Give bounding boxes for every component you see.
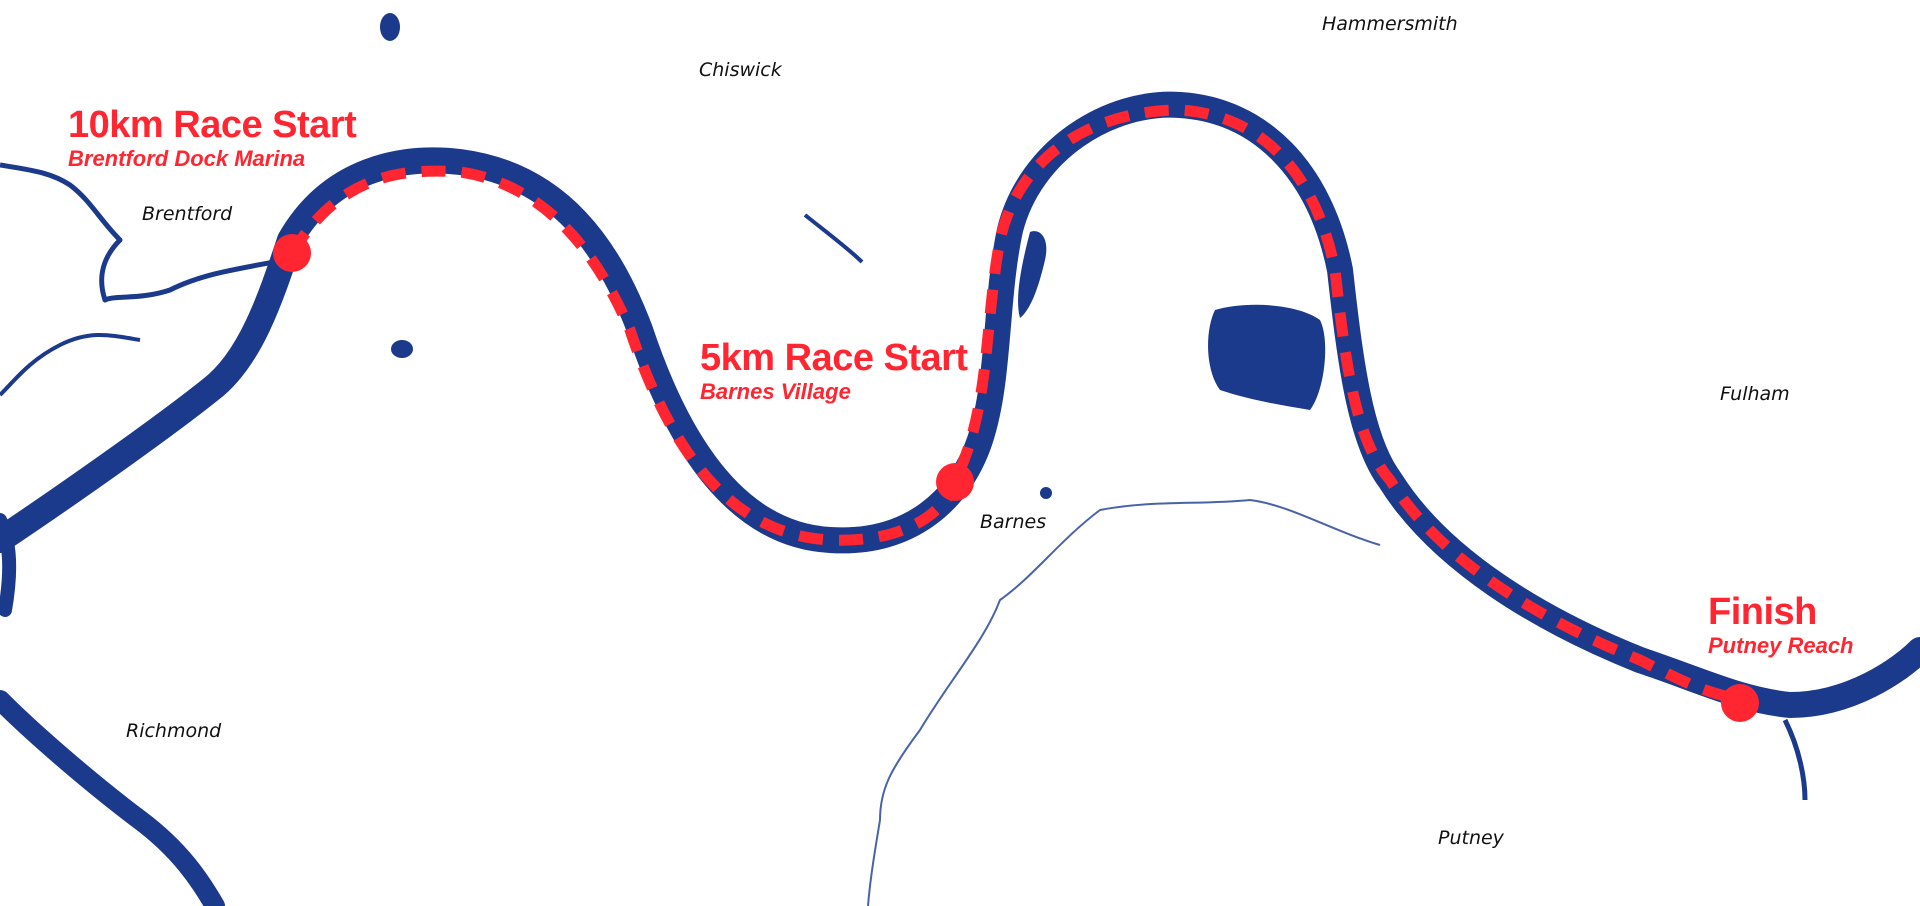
label-finish: Finish Putney Reach — [1708, 591, 1854, 659]
place-fulham: Fulham — [1720, 383, 1790, 405]
place-barnes: Barnes — [980, 511, 1047, 533]
marker-finish[interactable] — [1721, 684, 1759, 722]
label-5km-start-title: 5km Race Start — [700, 337, 968, 379]
label-finish-subtitle: Putney Reach — [1708, 633, 1854, 658]
river-lower-left — [0, 690, 225, 906]
lake-north — [380, 13, 400, 41]
label-5km-start-subtitle: Barnes Village — [700, 379, 851, 404]
label-finish-title: Finish — [1708, 591, 1817, 633]
borough-boundary — [867, 498, 1381, 906]
reservoir-barnes — [1208, 304, 1326, 410]
pond-barnes — [1040, 487, 1052, 499]
island-chiswick — [1018, 231, 1047, 318]
label-10km-start: 10km Race Start Brentford Dock Marina — [68, 104, 357, 172]
creek-north — [803, 213, 864, 264]
brentford-canal-branch — [0, 333, 141, 397]
label-10km-start-subtitle: Brentford Dock Marina — [68, 146, 306, 171]
lake-west — [391, 340, 413, 358]
label-10km-start-title: 10km Race Start — [68, 104, 357, 146]
race-route-middle — [954, 104, 1742, 706]
marker-10km-start[interactable] — [273, 234, 311, 272]
river-lower-left-edge — [0, 513, 17, 617]
race-route — [287, 165, 966, 546]
place-putney: Putney — [1438, 827, 1504, 849]
place-hammersmith: Hammersmith — [1322, 13, 1458, 35]
brentford-canal — [0, 162, 286, 303]
label-5km-start: 5km Race Start Barnes Village — [700, 337, 968, 405]
creek-south — [1782, 718, 1808, 801]
place-brentford: Brentford — [142, 203, 233, 225]
marker-5km-start[interactable] — [936, 463, 974, 501]
place-chiswick: Chiswick — [699, 59, 782, 81]
place-richmond: Richmond — [126, 720, 222, 742]
